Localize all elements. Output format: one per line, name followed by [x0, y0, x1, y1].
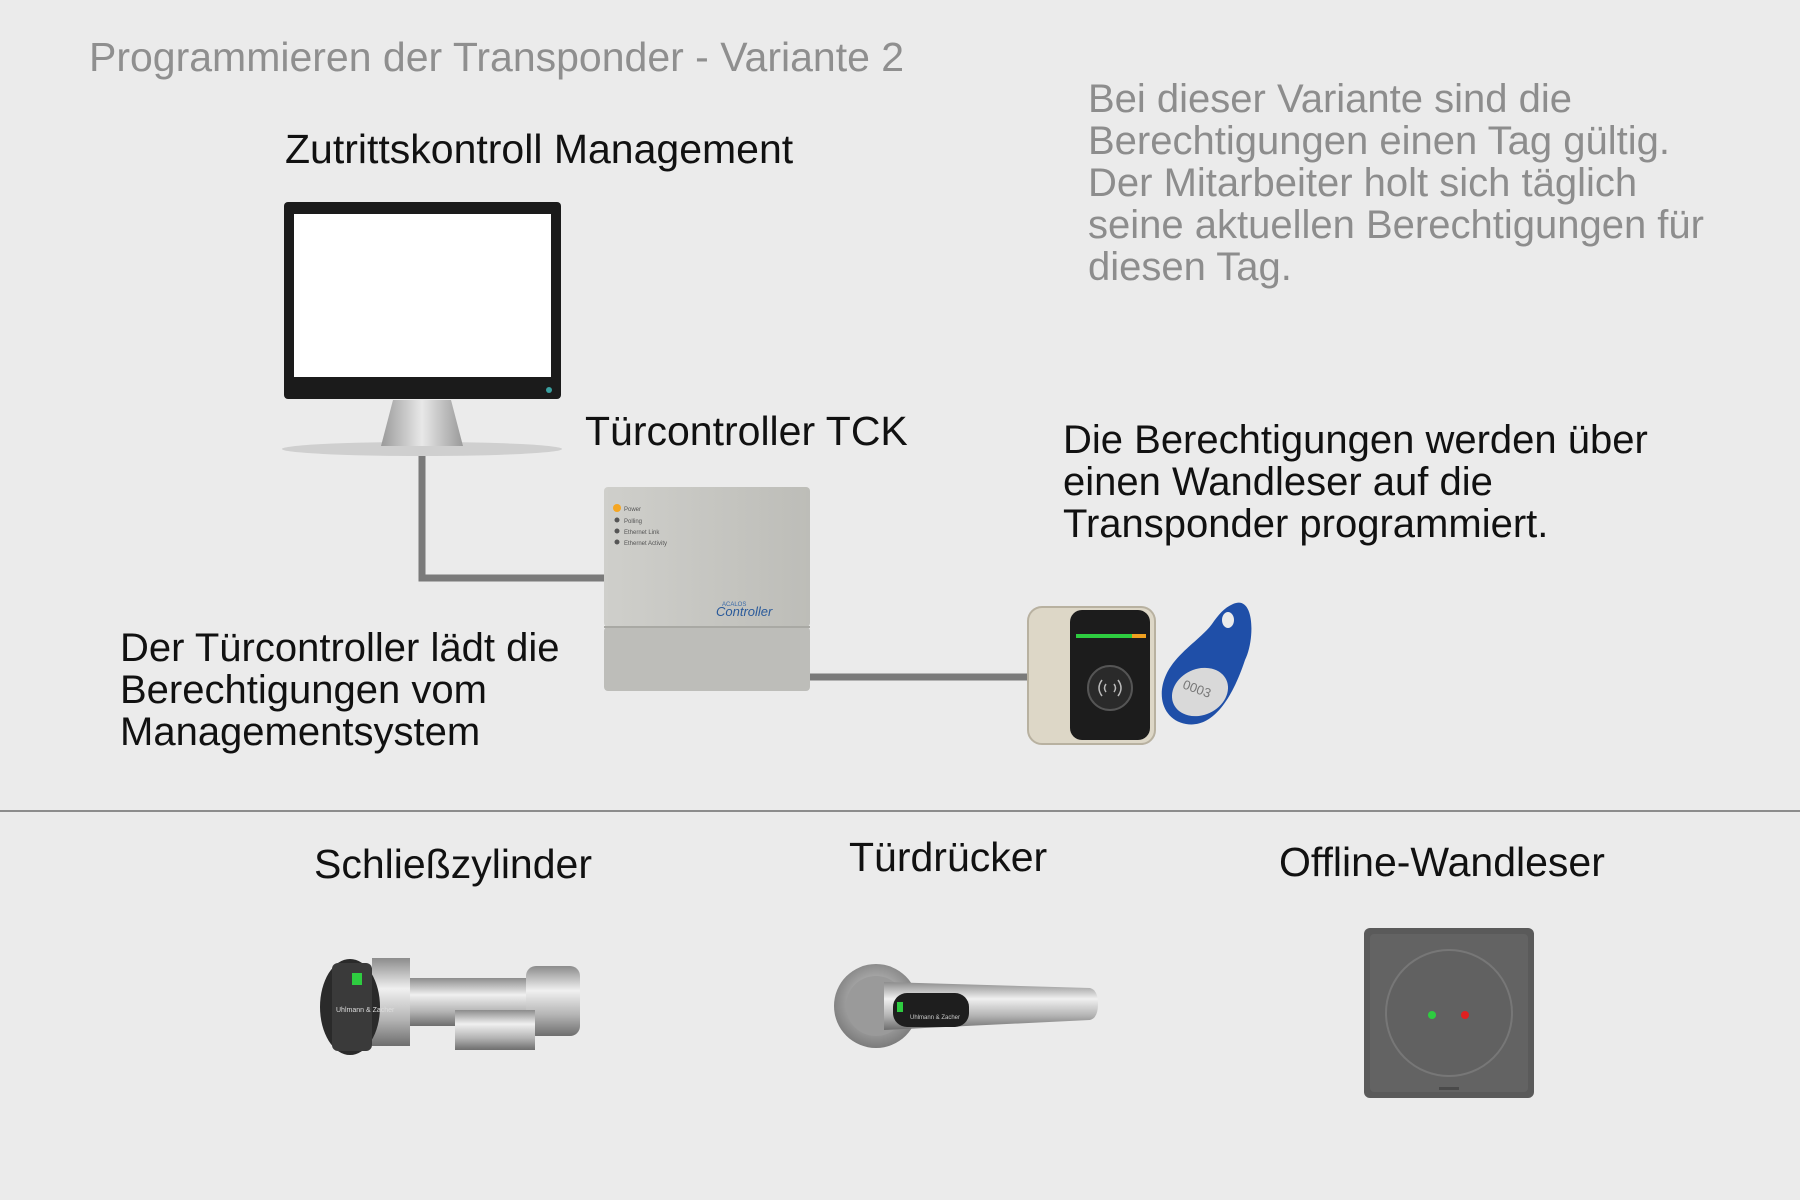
cylinder-label: Schließzylinder — [314, 841, 592, 887]
wall-reader-icon — [1027, 606, 1156, 745]
controller-description: Der Türcontroller lädt die Berechtigunge… — [120, 627, 559, 753]
reader-description: Die Berechtigungen werden über einen Wan… — [1063, 419, 1648, 545]
reader-description-line: Transponder programmiert. — [1063, 502, 1549, 546]
handle-brand: Uhlmann & Zacher — [910, 1015, 960, 1021]
led-label: Ethernet Link — [624, 530, 660, 536]
led-label: Polling — [624, 519, 642, 525]
variant-description-line: diesen Tag. — [1088, 245, 1292, 289]
cylinder-brand: Uhlmann & Zacher — [336, 1007, 395, 1014]
controller-device-icon: Power Polling Ethernet Link Ethernet Act… — [604, 487, 810, 691]
monitor-icon — [282, 202, 562, 456]
controller-brand-small: ACALOS — [722, 602, 746, 608]
controller-label: Türcontroller TCK — [585, 408, 908, 454]
variant-description-line: Bei dieser Variante sind die — [1088, 77, 1572, 121]
controller-description-line: Der Türcontroller lädt die — [120, 626, 560, 670]
network-cable — [418, 440, 606, 582]
handle-label: Türdrücker — [849, 834, 1048, 880]
management-label: Zutrittskontroll Management — [285, 126, 794, 172]
page-title: Programmieren der Transponder - Variante… — [89, 34, 905, 80]
transponder-fob-icon: 0003 — [1161, 602, 1252, 725]
variant-description-line: Berechtigungen einen Tag gültig. — [1088, 119, 1670, 163]
section-divider — [0, 810, 1800, 812]
led-label: Power — [624, 507, 641, 513]
variant-description-line: seine aktuellen Berechtigungen für — [1088, 203, 1704, 247]
led-label: Ethernet Activity — [624, 541, 667, 547]
lock-cylinder-icon: Uhlmann & Zacher — [320, 958, 580, 1055]
variant-description: Bei dieser Variante sind die Berechtigun… — [1088, 78, 1704, 288]
reader-description-line: einen Wandleser auf die — [1063, 460, 1493, 504]
variant-description-line: Der Mitarbeiter holt sich täglich — [1088, 161, 1638, 205]
controller-description-line: Berechtigungen vom — [120, 668, 487, 712]
reader-description-line: Die Berechtigungen werden über — [1063, 418, 1648, 462]
offline-reader-label: Offline-Wandleser — [1279, 839, 1605, 885]
door-handle-icon: Uhlmann & Zacher — [834, 964, 1098, 1048]
controller-description-line: Managementsystem — [120, 710, 481, 754]
controller-brand: Controller — [716, 604, 773, 619]
offline-reader-icon — [1364, 928, 1534, 1098]
